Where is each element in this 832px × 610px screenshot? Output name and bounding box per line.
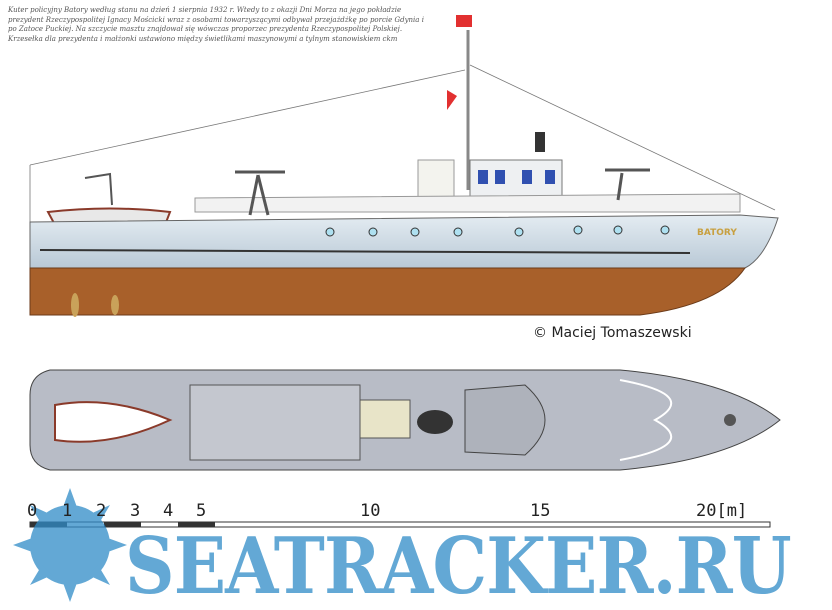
scale-tick-15: 15 <box>530 501 551 521</box>
hull-upper <box>29 214 779 269</box>
scale-tick-5: 5 <box>196 501 207 521</box>
portholes <box>325 225 670 237</box>
caption: Kuter policyjny Batory według stanu na d… <box>8 6 424 43</box>
scale-tick-3: 3 <box>130 501 141 521</box>
searchlight <box>535 132 545 152</box>
scale-tick-4: 4 <box>163 501 174 521</box>
scale-tick-20: 20[m] <box>696 501 748 521</box>
engine-skylights <box>359 399 411 439</box>
funnel-top <box>417 410 453 434</box>
anchor-winch <box>724 414 736 426</box>
machine-gun-fore <box>605 168 650 201</box>
presidential-pennant <box>456 15 472 27</box>
lifeboat-top <box>54 401 173 443</box>
watermark-logo <box>13 488 127 602</box>
watermark-text: SEATRACKER.RU <box>125 521 792 610</box>
mast <box>447 15 472 190</box>
deck-rail <box>194 193 741 213</box>
propellers <box>71 293 119 317</box>
scale-tick-2: 2 <box>96 501 107 521</box>
scale-tick-1: 1 <box>62 501 73 521</box>
funnel <box>417 159 455 201</box>
scale-tick-0: 0 <box>27 501 38 521</box>
wheelhouse-windows <box>478 170 555 184</box>
scale-tick-10: 10 <box>360 501 381 521</box>
copyright-text: © Maciej Tomaszewski <box>533 325 692 341</box>
flag <box>447 90 457 110</box>
davit <box>84 172 113 206</box>
aft-deckhouse-top <box>189 384 361 461</box>
wheelhouse-top <box>464 384 546 456</box>
machine-gun-aft <box>235 170 285 216</box>
hull-name: BATORY <box>697 228 737 238</box>
hull-bottom <box>29 267 746 316</box>
